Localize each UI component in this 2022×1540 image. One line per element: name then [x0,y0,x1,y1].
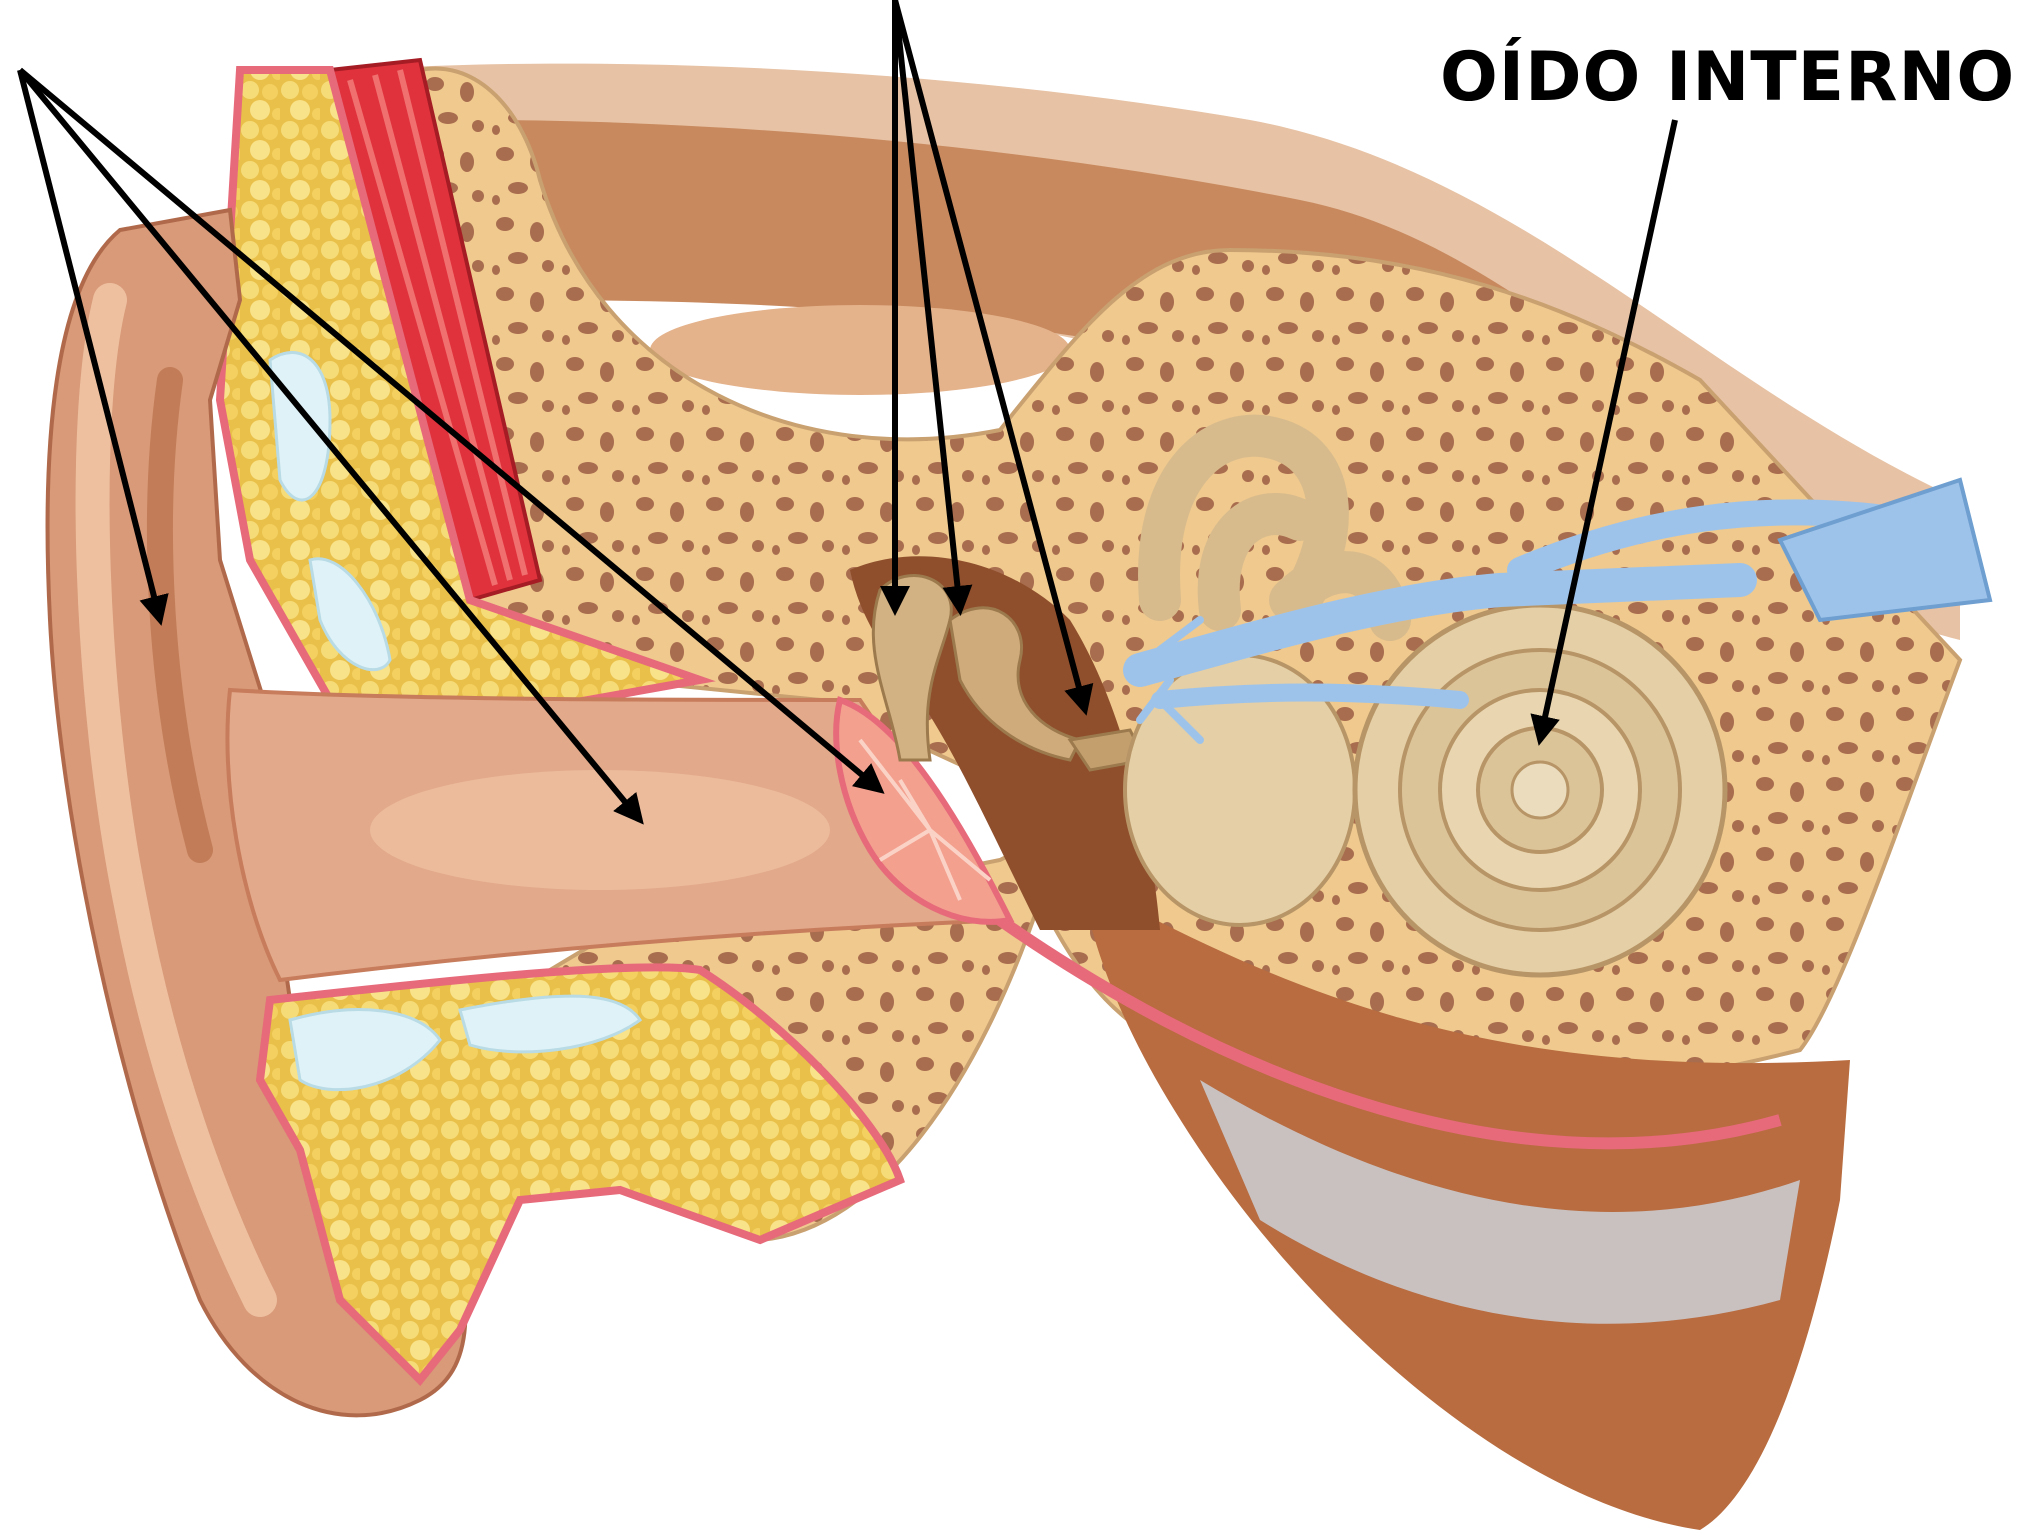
canal-highlight [370,770,830,890]
cochlea [1355,605,1725,975]
inner-ear-label: OÍDO INTERNO [1440,37,2015,117]
temporal-highlight [650,305,1070,395]
